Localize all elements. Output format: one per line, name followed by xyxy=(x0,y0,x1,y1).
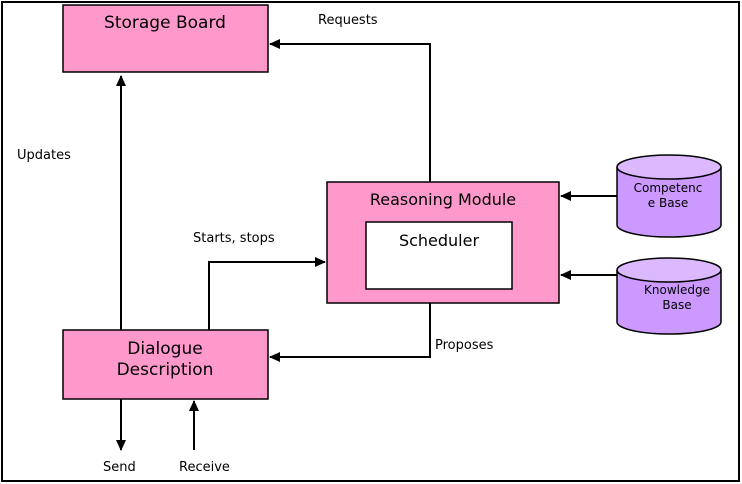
knowledge-label-line1: Knowledge xyxy=(644,283,710,297)
competence-label-line2: e Base xyxy=(648,196,688,210)
reasoning-module-label: Reasoning Module xyxy=(370,190,516,209)
send-label: Send xyxy=(103,460,136,475)
requests-label: Requests xyxy=(318,13,378,28)
requests-arrow xyxy=(269,39,431,182)
scheduler-node xyxy=(365,221,513,290)
knowledge-base-node: Knowledge Base xyxy=(616,257,722,335)
updates-label: Updates xyxy=(17,148,71,163)
storage-board-label: Storage Board xyxy=(104,13,226,33)
knowledge-label-line2: Base xyxy=(662,298,691,312)
dialogue-label-line1: Dialogue xyxy=(127,339,202,359)
proposes-label: Proposes xyxy=(435,338,494,353)
starts-stops-label: Starts, stops xyxy=(193,231,275,246)
reasoning-module-node: Reasoning Module Scheduler xyxy=(326,181,560,304)
competence-label-line1: Competenc xyxy=(634,181,703,195)
dialogue-label-line2: Description xyxy=(117,360,214,380)
scheduler-label: Scheduler xyxy=(399,231,480,250)
receive-label: Receive xyxy=(179,460,230,475)
proposes-arrow xyxy=(269,303,431,362)
competence-base-node: Competenc e Base xyxy=(616,154,722,238)
starts-stops-arrow xyxy=(208,257,326,330)
dialogue-description-node: Dialogue Description xyxy=(62,329,269,400)
storage-board-node: Storage Board xyxy=(62,4,269,73)
